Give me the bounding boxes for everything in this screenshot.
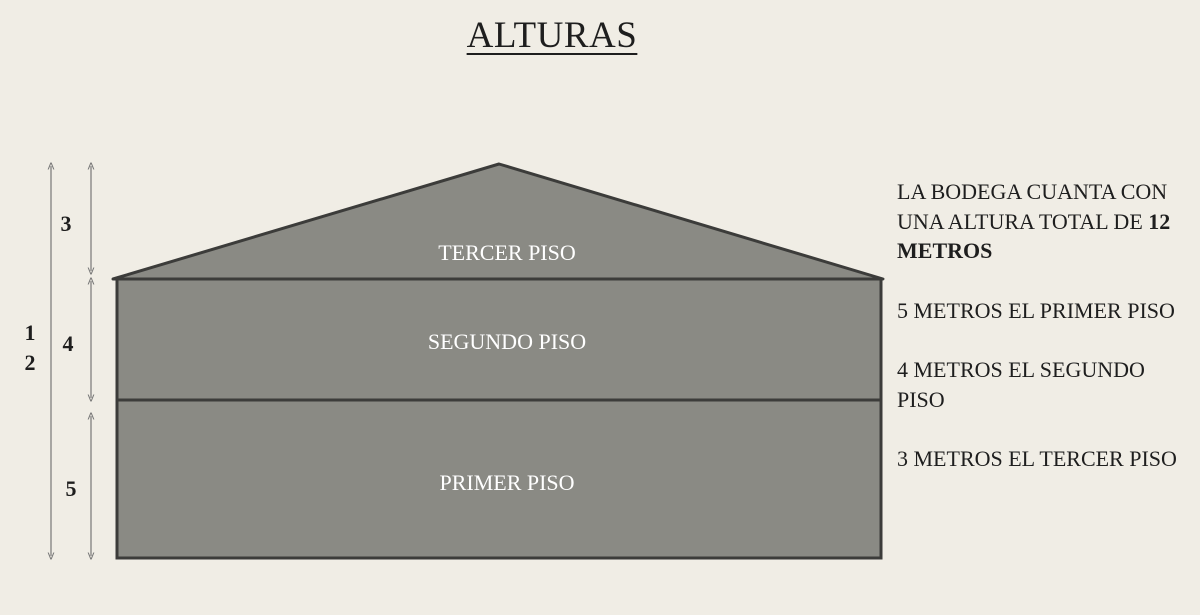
total-height-label-line1: 1 (25, 320, 36, 345)
total-info-prefix: UNA ALTURA TOTAL DE (897, 208, 1149, 234)
second-floor-info-line2: PISO (897, 386, 945, 412)
total-info-line1: LA BODEGA CUANTA CON (897, 179, 1168, 204)
second-floor-height-label: 4 (63, 331, 74, 356)
first-floor-label: PRIMER PISO (439, 470, 574, 495)
first-floor-info-text: 5 METROS EL PRIMER PISO (897, 298, 1175, 323)
second-floor-info-line1: 4 METROS EL SEGUNDO (897, 357, 1145, 382)
total-info-line2: UNA ALTURA TOTAL DE 12 (897, 207, 1170, 237)
second-floor-block (115, 277, 883, 402)
second-floor-label: SEGUNDO PISO (428, 329, 586, 354)
total-info-unit: METROS (897, 238, 993, 263)
third-floor-info: 3 METROS EL TERCER PISO (897, 444, 1177, 474)
total-height-label-line2: 2 (25, 350, 36, 375)
third-floor-label: TERCER PISO (438, 240, 576, 265)
first-floor-info: 5 METROS EL PRIMER PISO (897, 296, 1175, 326)
page-title: ALTURAS (466, 15, 638, 56)
total-height-info: LA BODEGA CUANTA CON UNA ALTURA TOTAL DE… (897, 177, 1170, 266)
total-info-value: 12 (1148, 208, 1171, 234)
first-floor-block (115, 398, 883, 560)
second-floor-info: 4 METROS EL SEGUNDO PISO (897, 355, 1145, 414)
third-floor-height-label: 3 (61, 211, 72, 236)
third-floor-info-text: 3 METROS EL TERCER PISO (897, 446, 1177, 471)
first-floor-height-label: 5 (66, 476, 77, 501)
